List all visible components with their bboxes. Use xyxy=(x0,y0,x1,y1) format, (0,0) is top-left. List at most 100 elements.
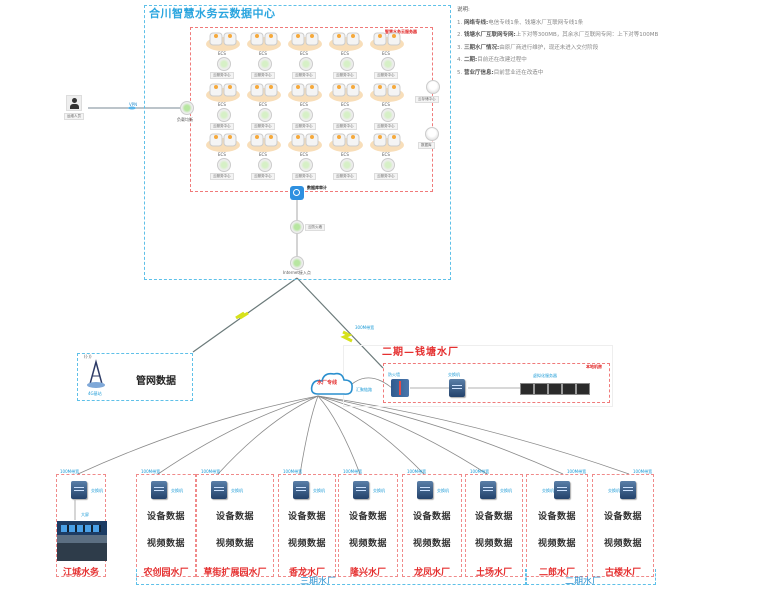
legend-item: 3. 三期水厂情况:由原厂商进行维护，现还未进入交付阶段 xyxy=(457,44,599,51)
server-label: 虚拟化服务器 xyxy=(533,373,557,378)
ecs-unit: ECS 云服务中心 xyxy=(246,81,282,130)
device-data-label: 设备数据 xyxy=(215,512,254,522)
ecs-unit: ECS 云服务中心 xyxy=(246,131,282,180)
ecs-label: ECS xyxy=(341,51,349,56)
plant-name: 龙凤水厂 xyxy=(413,568,450,578)
cloud-host-label: 云服务中心 xyxy=(210,72,234,79)
plant-name: 二郎水厂 xyxy=(538,568,575,578)
tower-label: 4G基站 xyxy=(88,391,102,396)
plant-link-line xyxy=(317,395,425,475)
plant-card: 100M带宽交换机设备数据视频数据土场水厂 xyxy=(465,469,523,578)
bandwidth-label: 100M带宽 xyxy=(60,469,80,474)
ecs-label: ECS xyxy=(259,152,267,157)
phase2-group-label: 二期水厂 xyxy=(565,577,602,587)
switch-icon xyxy=(293,481,309,499)
device-data-label: 设备数据 xyxy=(348,512,387,522)
plant-card: 100M带宽交换机设备数据视频数据草街扩展园水厂 xyxy=(196,469,274,578)
vpn-label: VPN xyxy=(129,102,138,107)
plant-link-line xyxy=(299,395,319,475)
switch-label: 交换机 xyxy=(542,488,554,493)
switch-label: 交换机 xyxy=(171,488,183,493)
switch-icon xyxy=(554,481,570,499)
cloud-host-label: 云服务中心 xyxy=(251,173,275,180)
device-data-label: 设备数据 xyxy=(412,512,451,522)
switch-icon xyxy=(353,481,369,499)
ecs-server-icon xyxy=(288,32,322,51)
ecs-label: ECS xyxy=(218,51,226,56)
ecs-label: ECS xyxy=(382,51,390,56)
qt-switch-icon xyxy=(449,379,465,397)
plant-card: 100M带宽交换机大屏江城水务 xyxy=(56,469,107,578)
internet-router-label: Internet接入点 xyxy=(283,270,311,275)
plant-card: 100M带宽交换机设备数据视频数据农创园水厂 xyxy=(136,469,196,578)
ecs-server-icon xyxy=(247,133,281,152)
device-data-label: 设备数据 xyxy=(474,512,513,522)
local-room-frame xyxy=(383,363,610,403)
user-label: 运维人员 xyxy=(64,113,84,120)
bandwidth-label: 100M带宽 xyxy=(633,469,653,474)
video-data-label: 视频数据 xyxy=(603,539,642,549)
switch-label: 交换机 xyxy=(500,488,512,493)
video-data-label: 视频数据 xyxy=(537,539,576,549)
security-audit-icon xyxy=(290,186,304,200)
internet-router-icon xyxy=(290,256,304,270)
ecs-server-icon xyxy=(288,133,322,152)
plant-link-line xyxy=(317,395,488,475)
device-data-label: 设备数据 xyxy=(287,512,326,522)
phase2-qiantang-title: 二期—钱塘水厂 xyxy=(382,347,459,358)
qt-switch-label: 交换机 xyxy=(448,372,460,377)
cloud-host-icon xyxy=(258,108,272,122)
cloud-icon xyxy=(310,370,354,398)
bandwidth-label: 100M带宽 xyxy=(567,469,587,474)
cloud-firewall-icon xyxy=(290,220,304,234)
plant-link-line xyxy=(317,395,630,475)
legend-item: 1. 网络专线:电信专线1条、钱塘水厂互联网专线1条 xyxy=(457,19,584,26)
ecs-label: ECS xyxy=(300,51,308,56)
ecs-server-icon xyxy=(329,32,363,51)
bandwidth-label: 100M带宽 xyxy=(201,469,221,474)
gateway-icon xyxy=(180,101,194,115)
cloud-host-icon xyxy=(299,57,313,71)
ecs-server-icon xyxy=(370,133,404,152)
ecs-label: ECS xyxy=(259,102,267,107)
ecs-server-icon xyxy=(288,83,322,102)
plant-link-line xyxy=(217,395,319,475)
plant-card: 100M带宽交换机设备数据视频数据龙凤水厂 xyxy=(402,469,462,578)
ecs-label: ECS xyxy=(300,102,308,107)
video-data-label: 视频数据 xyxy=(474,539,513,549)
ecs-unit: ECS 云服务中心 xyxy=(369,131,405,180)
bandwidth-label: 100M带宽 xyxy=(407,469,427,474)
ecs-server-icon xyxy=(206,32,240,51)
cloud-host-label: 云服务中心 xyxy=(292,173,316,180)
video-data-label: 视频数据 xyxy=(412,539,451,549)
screen-label: 大屏 xyxy=(81,512,89,517)
cloud-host-label: 云服务中心 xyxy=(374,173,398,180)
lightning-icon xyxy=(235,311,249,320)
cloud-host-label: 云服务中心 xyxy=(210,123,234,130)
ecs-server-icon xyxy=(370,83,404,102)
cloud-host-label: 云服务中心 xyxy=(374,123,398,130)
cloud-host-icon xyxy=(381,57,395,71)
datacenter-frame xyxy=(144,5,451,280)
video-data-label: 视频数据 xyxy=(287,539,326,549)
ecs-server-icon xyxy=(329,133,363,152)
ecs-label: ECS xyxy=(382,152,390,157)
ecs-server-icon xyxy=(206,83,240,102)
switch-icon xyxy=(417,481,433,499)
plant-link-line xyxy=(317,395,564,475)
cloud-host-label: 云服务中心 xyxy=(251,123,275,130)
plant-link-line xyxy=(77,395,319,475)
cloud-firewall-label: 云防火墙 xyxy=(305,224,325,231)
user-icon xyxy=(66,95,82,111)
switch-icon xyxy=(151,481,167,499)
cloud-host-icon xyxy=(381,158,395,172)
phase3-group-label: 三期水厂 xyxy=(300,577,337,587)
switch-label: 交换机 xyxy=(373,488,385,493)
plant-name: 江城水务 xyxy=(62,568,99,578)
virtualization-server-icon xyxy=(520,383,590,395)
plant-name: 古楼水厂 xyxy=(604,568,641,578)
